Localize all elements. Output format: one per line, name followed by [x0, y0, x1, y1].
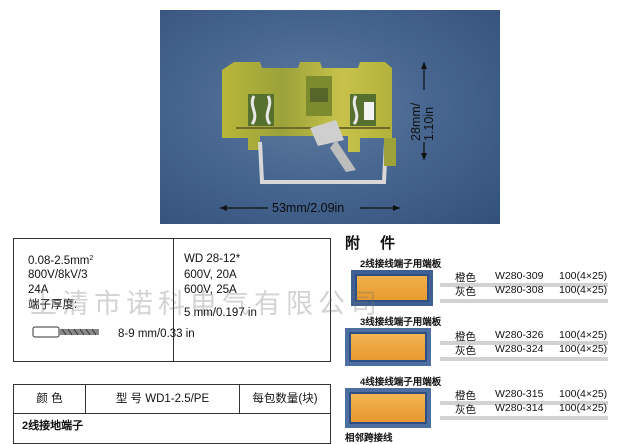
- row-separator: [440, 357, 608, 361]
- current-rating: 24A: [28, 284, 49, 296]
- ul-rating-2: 600V, 25A: [184, 284, 237, 296]
- header-color: 颜 色: [14, 385, 86, 413]
- row-separator: [440, 299, 608, 303]
- row-separator: [440, 341, 608, 345]
- accessory-group-label: 3线接线端子用端板: [360, 317, 442, 328]
- header-quantity: 每包数量(块): [252, 393, 318, 405]
- end-plate-image: [345, 388, 431, 428]
- wire-gauge: WD 28-12*: [184, 253, 241, 265]
- height-dimension-label: 28mm/ 1.10in: [409, 102, 436, 141]
- row-separator: [440, 416, 608, 420]
- order-table: 颜 色 型 号 WD1-2.5/PE 每包数量(块) 2线接地端子: [13, 384, 331, 444]
- stripped-wire-icon: [32, 326, 99, 338]
- accessories-title: 附 件: [345, 235, 404, 252]
- terminal-block-illustration: [220, 62, 427, 211]
- thickness-value: 5 mm/0.197 in: [184, 307, 257, 319]
- spec-divider: [173, 239, 174, 361]
- end-plate-image: [351, 270, 433, 306]
- table-divider: [14, 413, 330, 414]
- accessory-group-label: 2线接线端子用端板: [360, 259, 442, 270]
- row-separator: [440, 283, 608, 287]
- voltage-rating: 800V/8kV/3: [28, 269, 88, 281]
- accessory-group-label: 4线接线端子用端板: [360, 377, 442, 388]
- width-dimension-label: 53mm/2.09in: [272, 201, 345, 215]
- row-separator: [440, 401, 608, 405]
- wire-size: 0.08-2.5mm2: [28, 255, 94, 267]
- end-plate-image: [345, 328, 431, 366]
- thickness-label: 端子厚度:: [28, 299, 78, 311]
- table-row-label: 2线接地端子: [22, 420, 84, 432]
- accessory-group-label: 相邻跨接线: [345, 433, 393, 444]
- spec-box: 0.08-2.5mm2 800V/8kV/3 24A 端子厚度: 8-9 mm/…: [13, 238, 331, 362]
- ul-rating-1: 600V, 20A: [184, 269, 237, 281]
- product-photo: 53mm/2.09in 28mm/ 1.10in: [160, 10, 500, 224]
- strip-length: 8-9 mm/0.33 in: [118, 328, 195, 340]
- header-model: 型 号 WD1-2.5/PE: [86, 385, 240, 413]
